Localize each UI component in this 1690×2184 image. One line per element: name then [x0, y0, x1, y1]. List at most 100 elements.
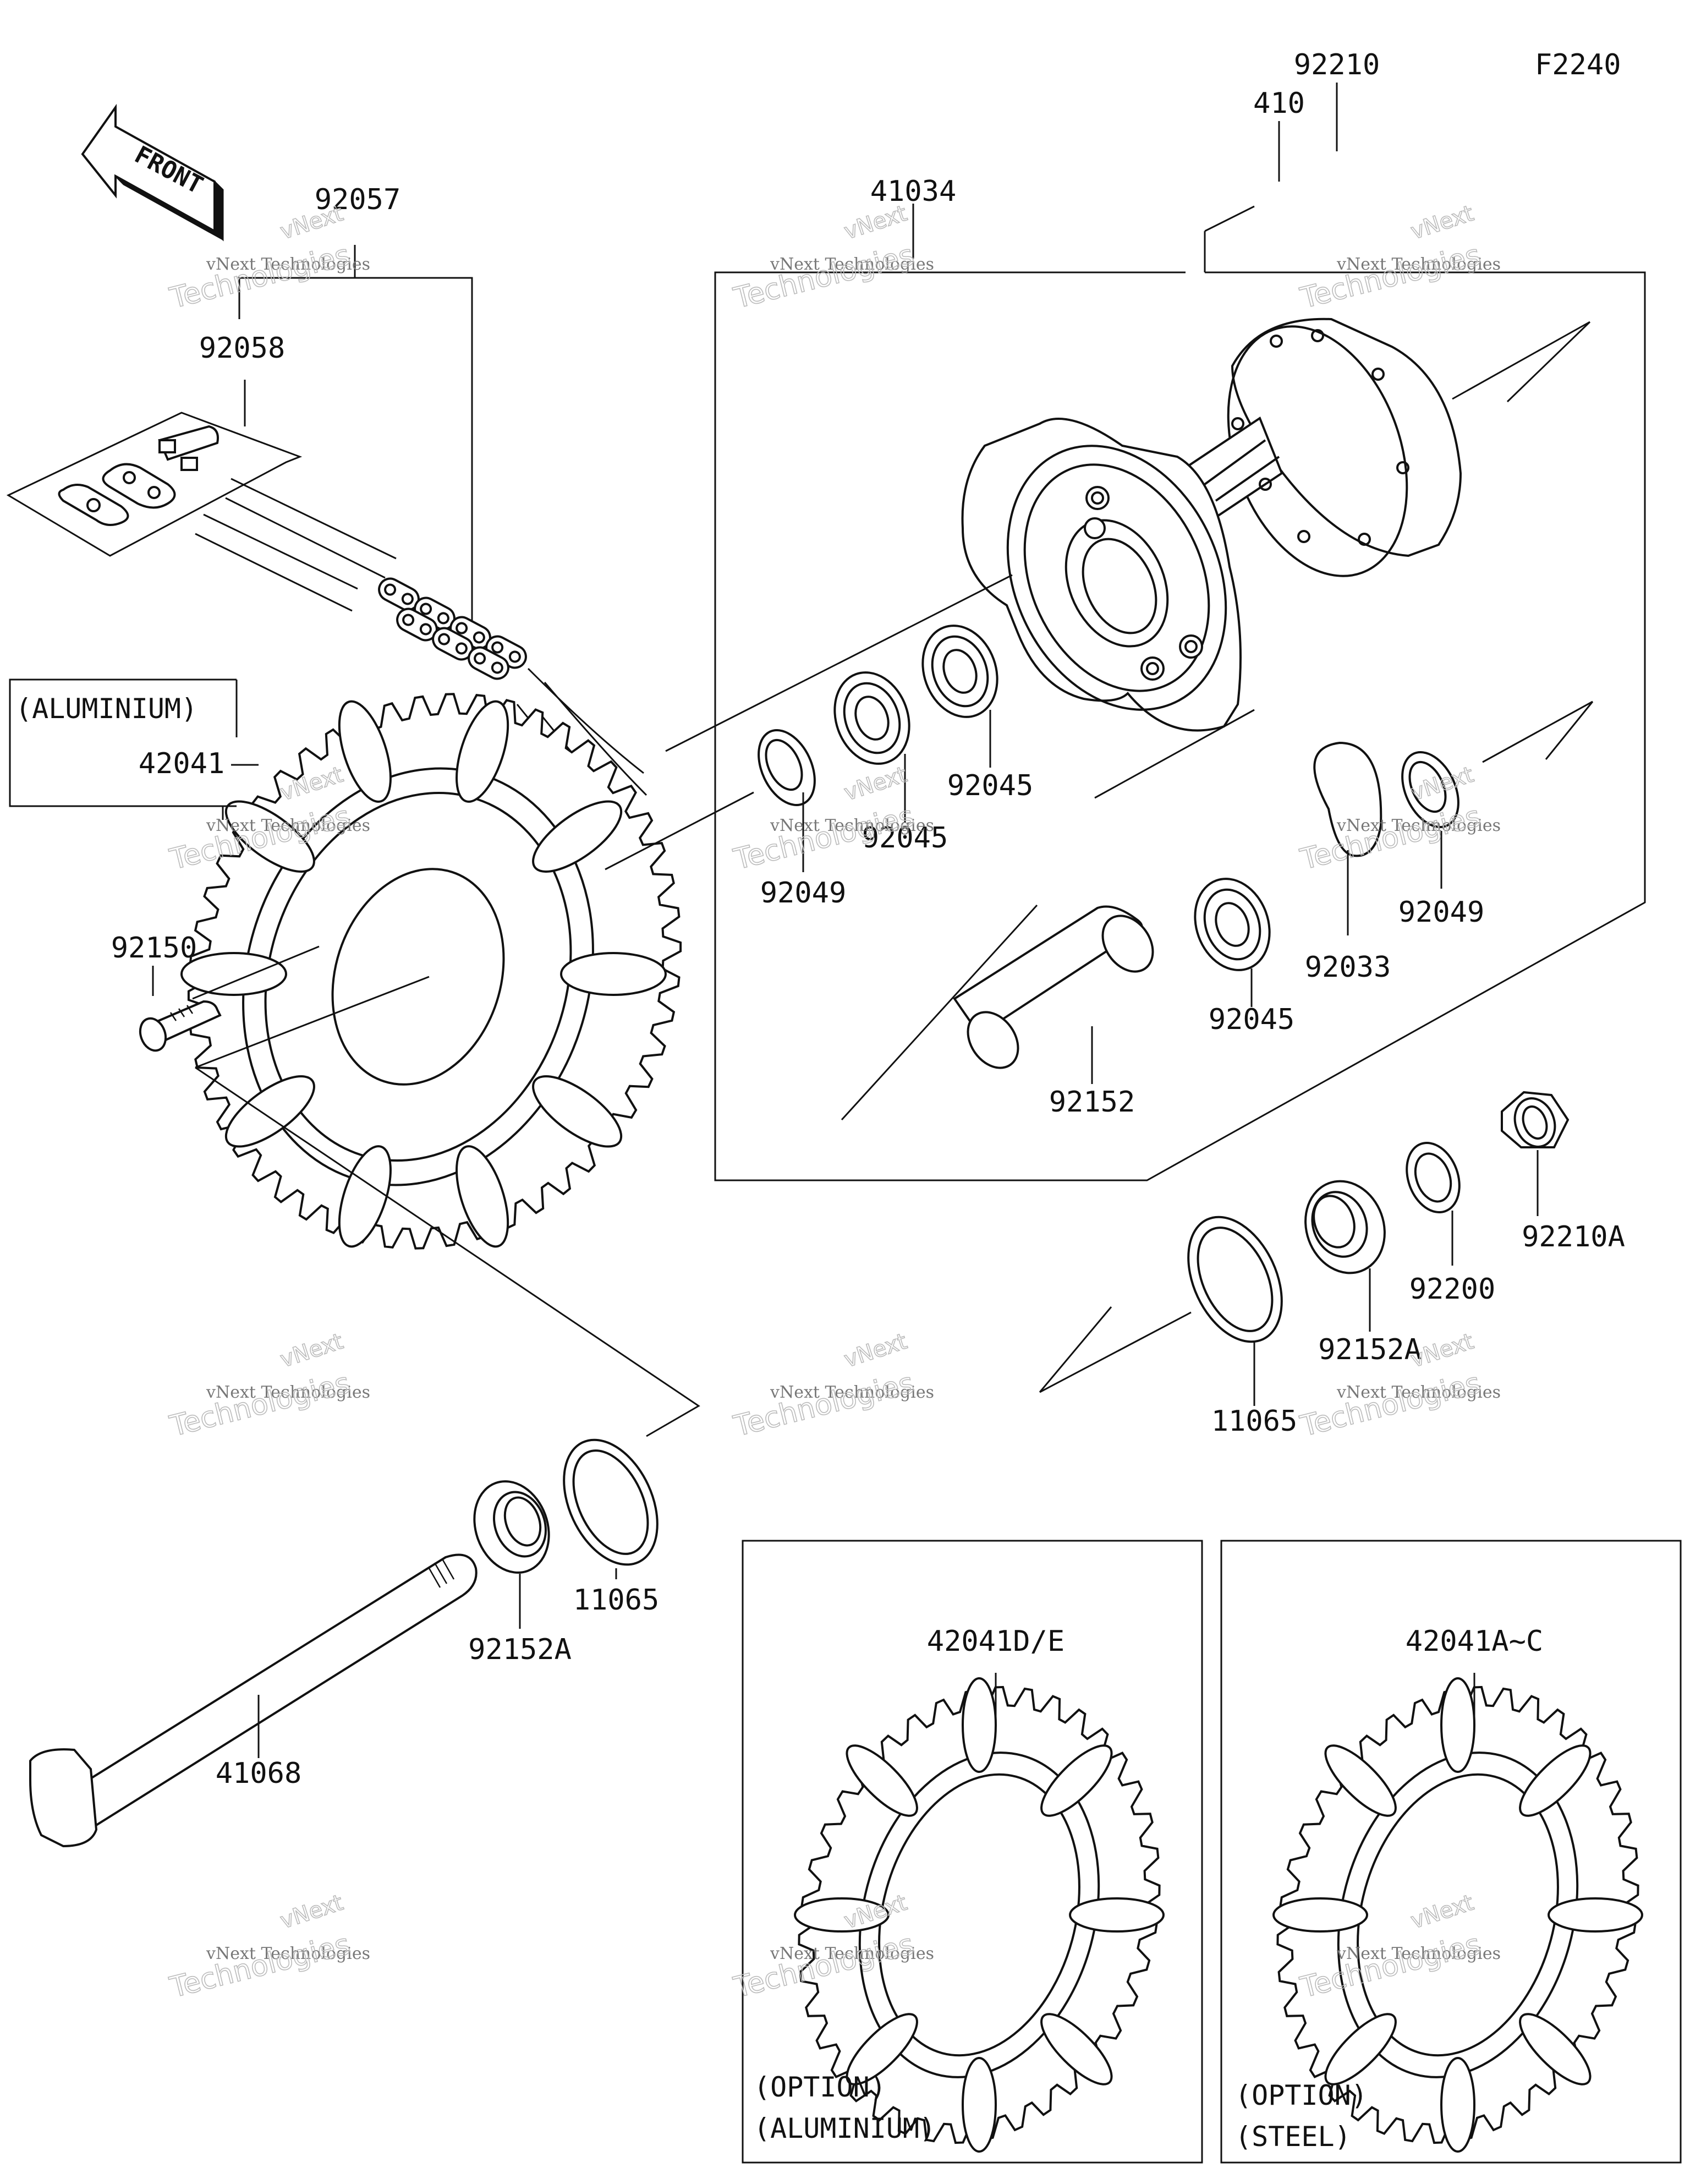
part-number-label[interactable]: 92152: [1049, 1086, 1135, 1119]
part-number-label[interactable]: 92152A: [468, 1633, 572, 1666]
master-link-frame: [6, 412, 303, 557]
front-arrow-icon: FRONT: [81, 103, 224, 242]
svg-text:Technologies: Technologies: [167, 239, 354, 315]
note-label: (ALUMINIUM): [15, 693, 197, 725]
note-label: (ALUMINIUM): [754, 2112, 936, 2144]
part-number-label[interactable]: 41034: [870, 175, 957, 208]
part-number-label[interactable]: 42041: [139, 747, 225, 780]
svg-text:Technologies: Technologies: [731, 800, 918, 877]
option-sprocket-steel: [1272, 1677, 1643, 2153]
sprocket-cutout: [962, 1677, 997, 1773]
sprocket-cutout: [532, 1075, 623, 1148]
sprocket-cutout: [846, 1744, 918, 1817]
part-number-label[interactable]: 42041D/E: [927, 1625, 1065, 1658]
svg-text:vNext: vNext: [277, 1890, 346, 1934]
svg-text:vNext Technologies: vNext Technologies: [770, 255, 934, 274]
bearing: [1194, 878, 1271, 971]
svg-text:Technologies: Technologies: [731, 239, 918, 315]
part-number-label[interactable]: 410: [1253, 87, 1305, 120]
svg-text:vNext: vNext: [277, 201, 346, 245]
sprocket-cutout: [560, 952, 667, 996]
sprocket-cutout: [1040, 1744, 1113, 1817]
washer: [1406, 1142, 1461, 1213]
sprocket-cutout: [1519, 2013, 1592, 2086]
sprocket-cutout: [1440, 2057, 1475, 2153]
svg-text:vNext: vNext: [841, 1329, 910, 1373]
part-number-label[interactable]: 92049: [1398, 896, 1485, 929]
svg-text:Technologies: Technologies: [1297, 800, 1484, 877]
part-number-label[interactable]: 92210A: [1522, 1220, 1625, 1254]
part-number-label[interactable]: 11065: [573, 1584, 660, 1617]
sprocket-cutout: [1272, 1897, 1368, 1933]
bearing: [921, 625, 998, 718]
master-link-pins: [158, 425, 219, 471]
axle-nut: [1501, 1091, 1570, 1148]
sprocket-cutout: [1548, 1897, 1643, 1933]
note-label: (OPTION): [1235, 2079, 1368, 2111]
part-number-label[interactable]: 92049: [760, 877, 847, 910]
part-number-label[interactable]: 92057: [315, 183, 401, 216]
option-sprocket-aluminium: [794, 1677, 1165, 2153]
note-label: (OPTION): [754, 2071, 886, 2103]
svg-text:vNext: vNext: [1408, 201, 1477, 245]
circlip: [1313, 741, 1382, 857]
sprocket-cutout: [794, 1897, 890, 1933]
dust-seal: [563, 1438, 659, 1566]
figure-code: F2240: [1535, 48, 1621, 81]
sprocket-cutout: [1519, 1744, 1592, 1817]
part-number-label[interactable]: 92210: [1294, 48, 1380, 81]
part-number-label[interactable]: 92058: [199, 332, 286, 365]
spacer-tube: [953, 905, 1154, 1069]
sprocket-cutout: [1324, 1744, 1397, 1817]
chain-segment: [375, 575, 530, 683]
part-number-label[interactable]: 92045: [862, 822, 948, 855]
svg-text:vNext Technologies: vNext Technologies: [1336, 1383, 1501, 1402]
collar: [473, 1480, 550, 1574]
master-link-clip: [58, 484, 129, 526]
svg-text:vNext Technologies: vNext Technologies: [206, 1383, 370, 1402]
svg-text:vNext Technologies: vNext Technologies: [206, 255, 370, 274]
sprocket-cutout: [1440, 1677, 1475, 1773]
sprocket-cutout: [1069, 1897, 1165, 1933]
part-number-label[interactable]: 92045: [947, 769, 1034, 802]
part-number-label[interactable]: 92200: [1409, 1273, 1496, 1306]
svg-text:vNext: vNext: [841, 762, 910, 806]
oil-seal: [758, 729, 816, 806]
svg-text:Technologies: Technologies: [167, 1367, 354, 1443]
svg-text:vNext Technologies: vNext Technologies: [206, 816, 370, 835]
svg-text:vNext: vNext: [277, 1329, 346, 1373]
svg-text:vNext Technologies: vNext Technologies: [770, 1383, 934, 1402]
svg-text:vNext Technologies: vNext Technologies: [1336, 1944, 1501, 1963]
sprocket-cutout: [456, 1145, 509, 1248]
sprocket-cutout: [180, 952, 287, 996]
part-number-label[interactable]: 92150: [111, 932, 197, 965]
sprocket-cutout: [338, 700, 392, 803]
master-link-plate: [102, 463, 176, 509]
note-label: (STEEL): [1235, 2121, 1351, 2153]
part-number-label[interactable]: 41068: [216, 1757, 302, 1790]
option-box-aluminium: [742, 1540, 1203, 2164]
sprocket-cutout: [532, 800, 623, 873]
collar: [1304, 1180, 1386, 1274]
part-number-label[interactable]: 11065: [1211, 1405, 1298, 1438]
part-number-label[interactable]: 42041A~C: [1406, 1625, 1543, 1658]
svg-text:Technologies: Technologies: [731, 1367, 918, 1443]
part-number-label[interactable]: 92033: [1305, 951, 1391, 984]
svg-text:Technologies: Technologies: [1297, 239, 1484, 315]
rear-sprocket-aluminium: [180, 693, 682, 1250]
part-number-label[interactable]: 92045: [1209, 1003, 1295, 1036]
sprocket-cutout: [1324, 2013, 1397, 2086]
part-number-label[interactable]: 92152A: [1318, 1333, 1422, 1366]
dust-seal: [1187, 1216, 1283, 1343]
svg-text:vNext Technologies: vNext Technologies: [1336, 816, 1501, 835]
svg-text:vNext Technologies: vNext Technologies: [1336, 255, 1501, 274]
svg-text:vNext Technologies: vNext Technologies: [206, 1944, 370, 1963]
svg-text:Technologies: Technologies: [167, 1928, 354, 2005]
